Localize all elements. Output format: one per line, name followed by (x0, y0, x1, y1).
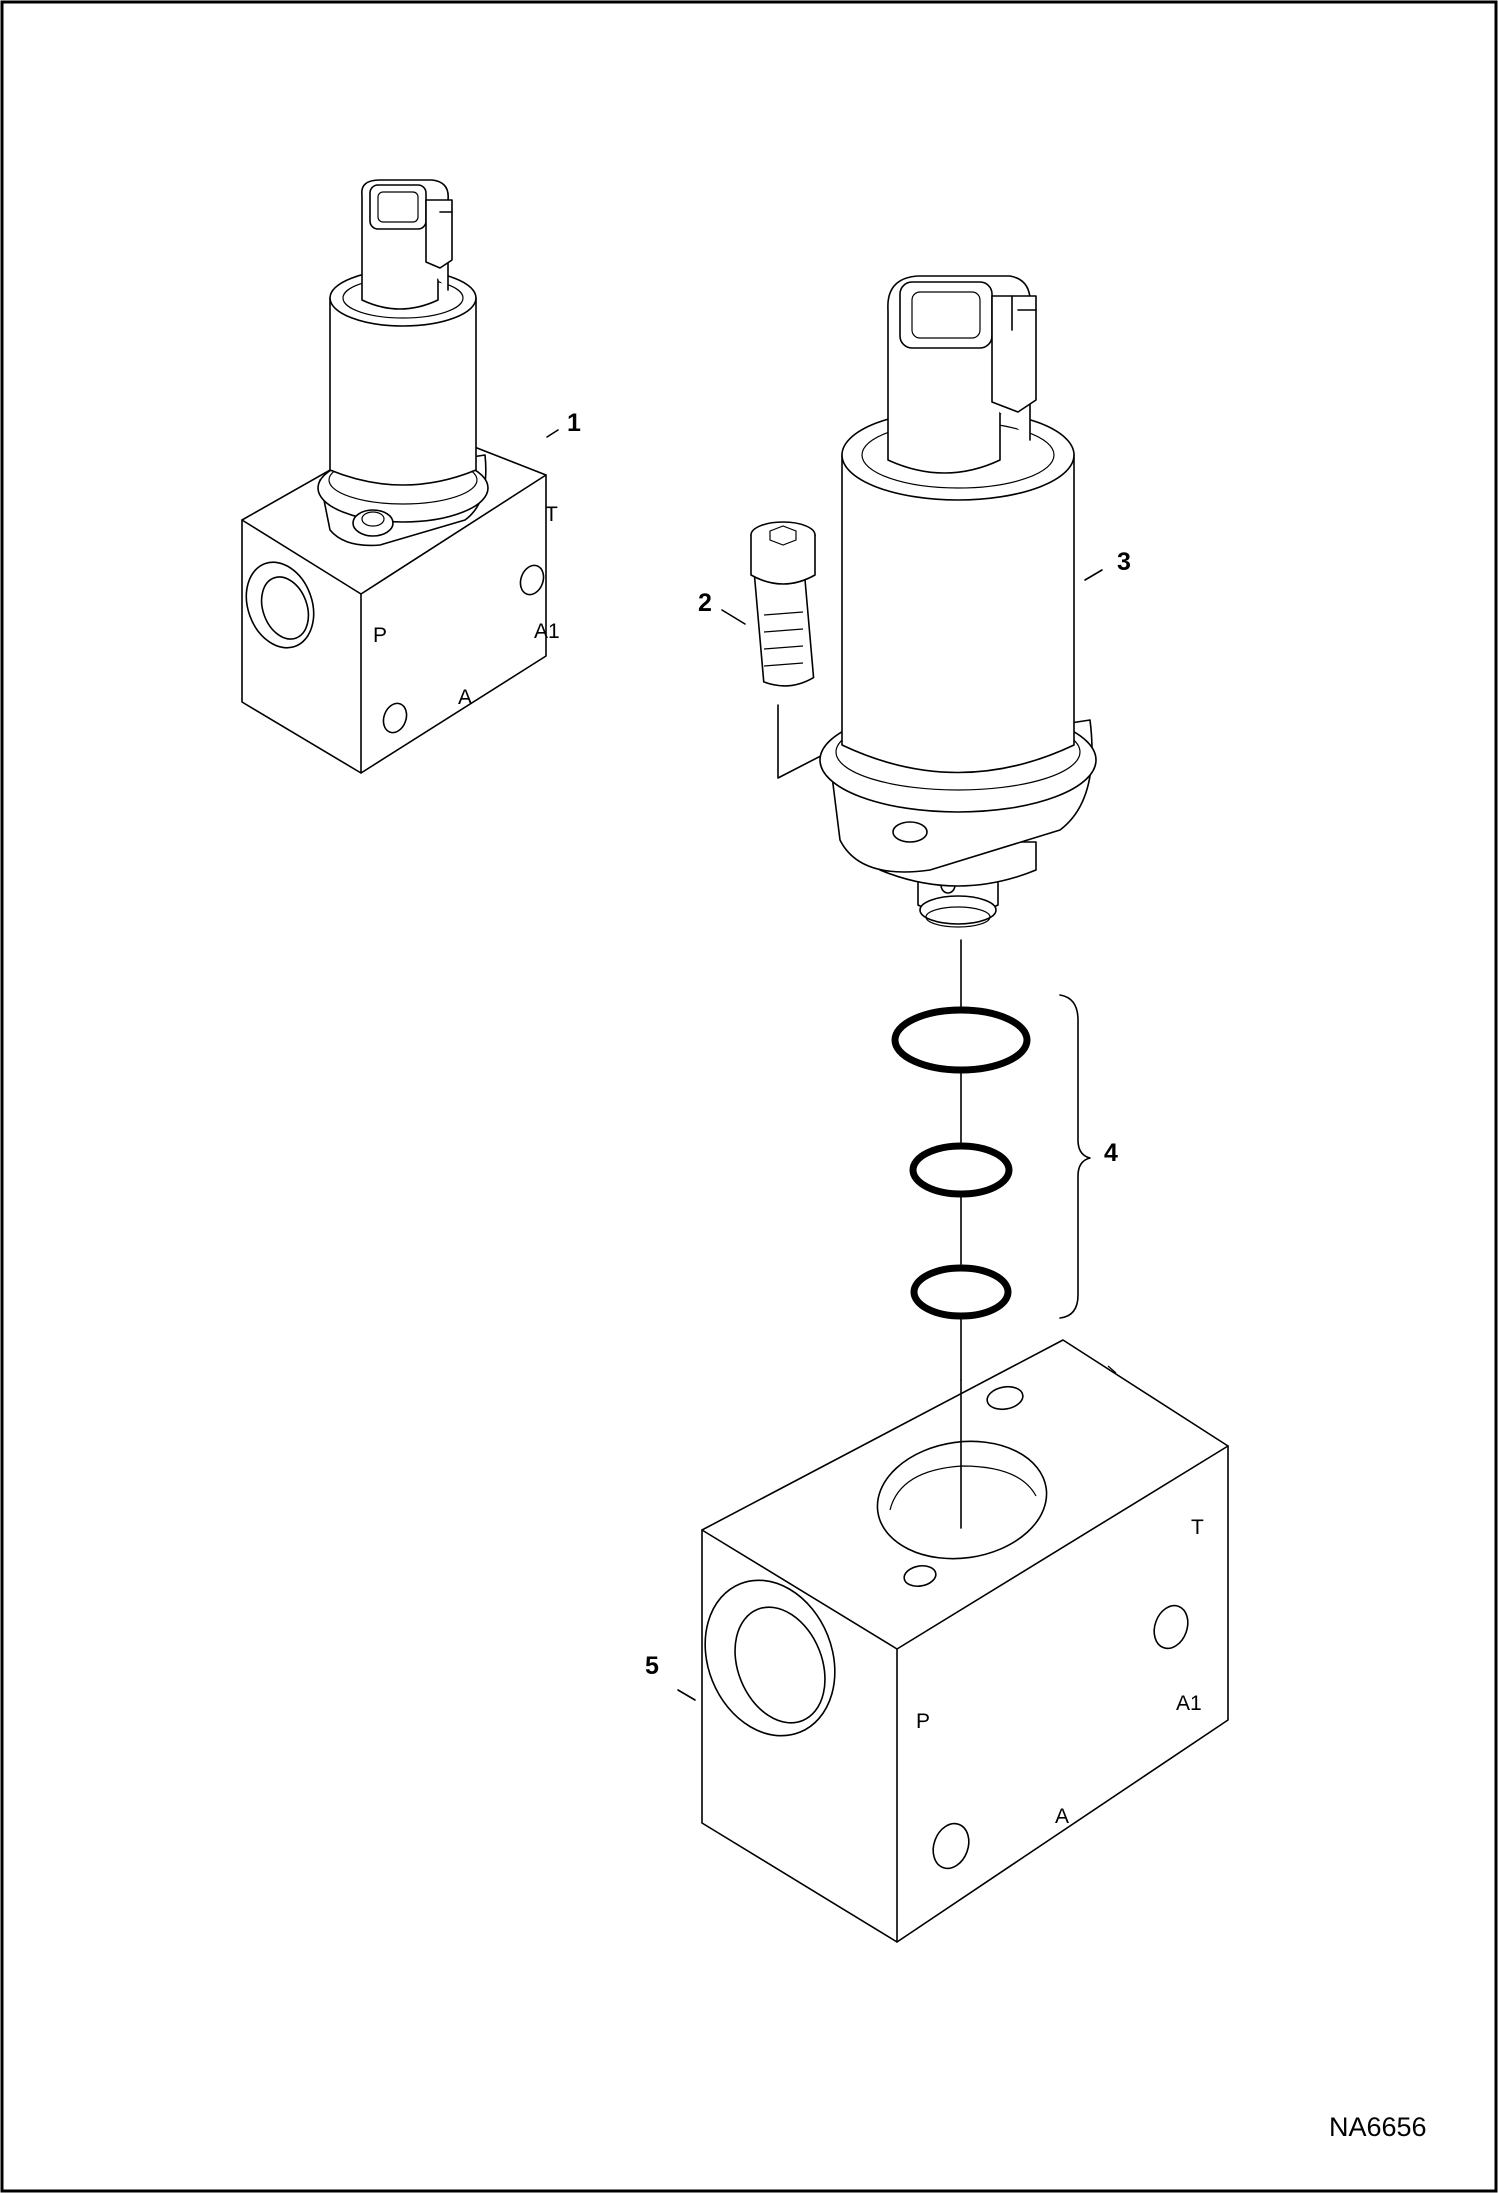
callout-3: 3 (1117, 548, 1131, 576)
reference-number: NA6656 (1329, 2112, 1427, 2142)
cap-screw (750, 521, 816, 687)
large-port-a1-label: A1 (1176, 1692, 1202, 1715)
large-port-a-label: A (1055, 1805, 1069, 1828)
o-ring-large (891, 1006, 1031, 1074)
o-ring-kit (891, 939, 1091, 1381)
o-ring-brace (1059, 994, 1091, 1319)
o-ring-middle (909, 1142, 1013, 1198)
callout-2: 2 (698, 589, 712, 617)
large-block (701, 1339, 1229, 1943)
large-port-t-label: T (1191, 1516, 1204, 1539)
small-valve-assembly (241, 179, 547, 774)
small-port-a1-label: A1 (534, 620, 560, 643)
callout-5: 5 (645, 1652, 659, 1680)
small-port-t-label: T (545, 503, 558, 526)
callout-leaders (546, 429, 1103, 1701)
callout-4: 4 (1104, 1139, 1118, 1167)
o-ring-small (910, 1264, 1012, 1320)
solenoid-valve (819, 275, 1097, 928)
large-manifold-block (701, 1339, 1229, 1943)
small-port-p-label: P (373, 624, 387, 647)
small-port-a-label: A (458, 686, 472, 709)
callout-1: 1 (567, 409, 581, 437)
large-port-p-label: P (916, 1710, 930, 1733)
